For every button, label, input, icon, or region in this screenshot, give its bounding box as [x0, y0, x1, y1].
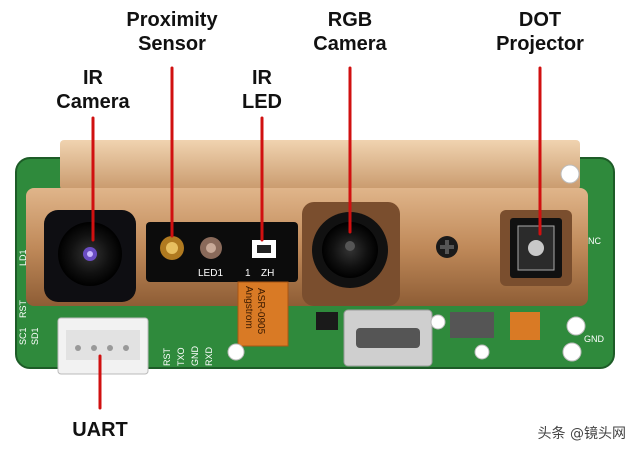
copper-top-bar: [60, 140, 580, 190]
one-text: 1: [245, 268, 251, 279]
label-ir-led: IR LED: [242, 67, 282, 113]
label-uart: UART: [72, 419, 128, 441]
label-proximity-sensor: Proximity Sensor: [126, 9, 218, 55]
sensor-strip: [146, 222, 298, 282]
label-ir-camera: IR Camera: [56, 67, 130, 113]
bottom-txo-text: TXO: [176, 347, 186, 366]
bottom-rst-text: RST: [162, 347, 172, 366]
label-dot-projector: DOT Projector: [496, 9, 584, 55]
label-rgb-camera: RGB Camera: [313, 9, 387, 55]
ribbon-bottom-text: Angstrom: [243, 286, 254, 329]
bottom-gnd-text: GND: [190, 346, 200, 367]
watermark: 头条 @镜头网: [537, 426, 626, 442]
left-rst-text: RST: [18, 299, 28, 318]
right-gnd-text: GND: [584, 334, 605, 344]
bottom-rxd-text: RXD: [204, 346, 214, 366]
pointer-lines: [91, 66, 542, 410]
left-sc1-text: SC1: [18, 327, 28, 345]
left-sd1-text: SD1: [30, 327, 40, 345]
zh-text: ZH: [261, 268, 274, 279]
led1-text: LED1: [198, 268, 223, 279]
left-top-text: LD1: [18, 249, 28, 266]
ribbon-top-text: ASR-0905: [255, 288, 266, 335]
right-nc-text: NC: [588, 236, 601, 246]
ribbon-cable: [238, 282, 288, 346]
rgb-camera-lens: [345, 241, 355, 251]
